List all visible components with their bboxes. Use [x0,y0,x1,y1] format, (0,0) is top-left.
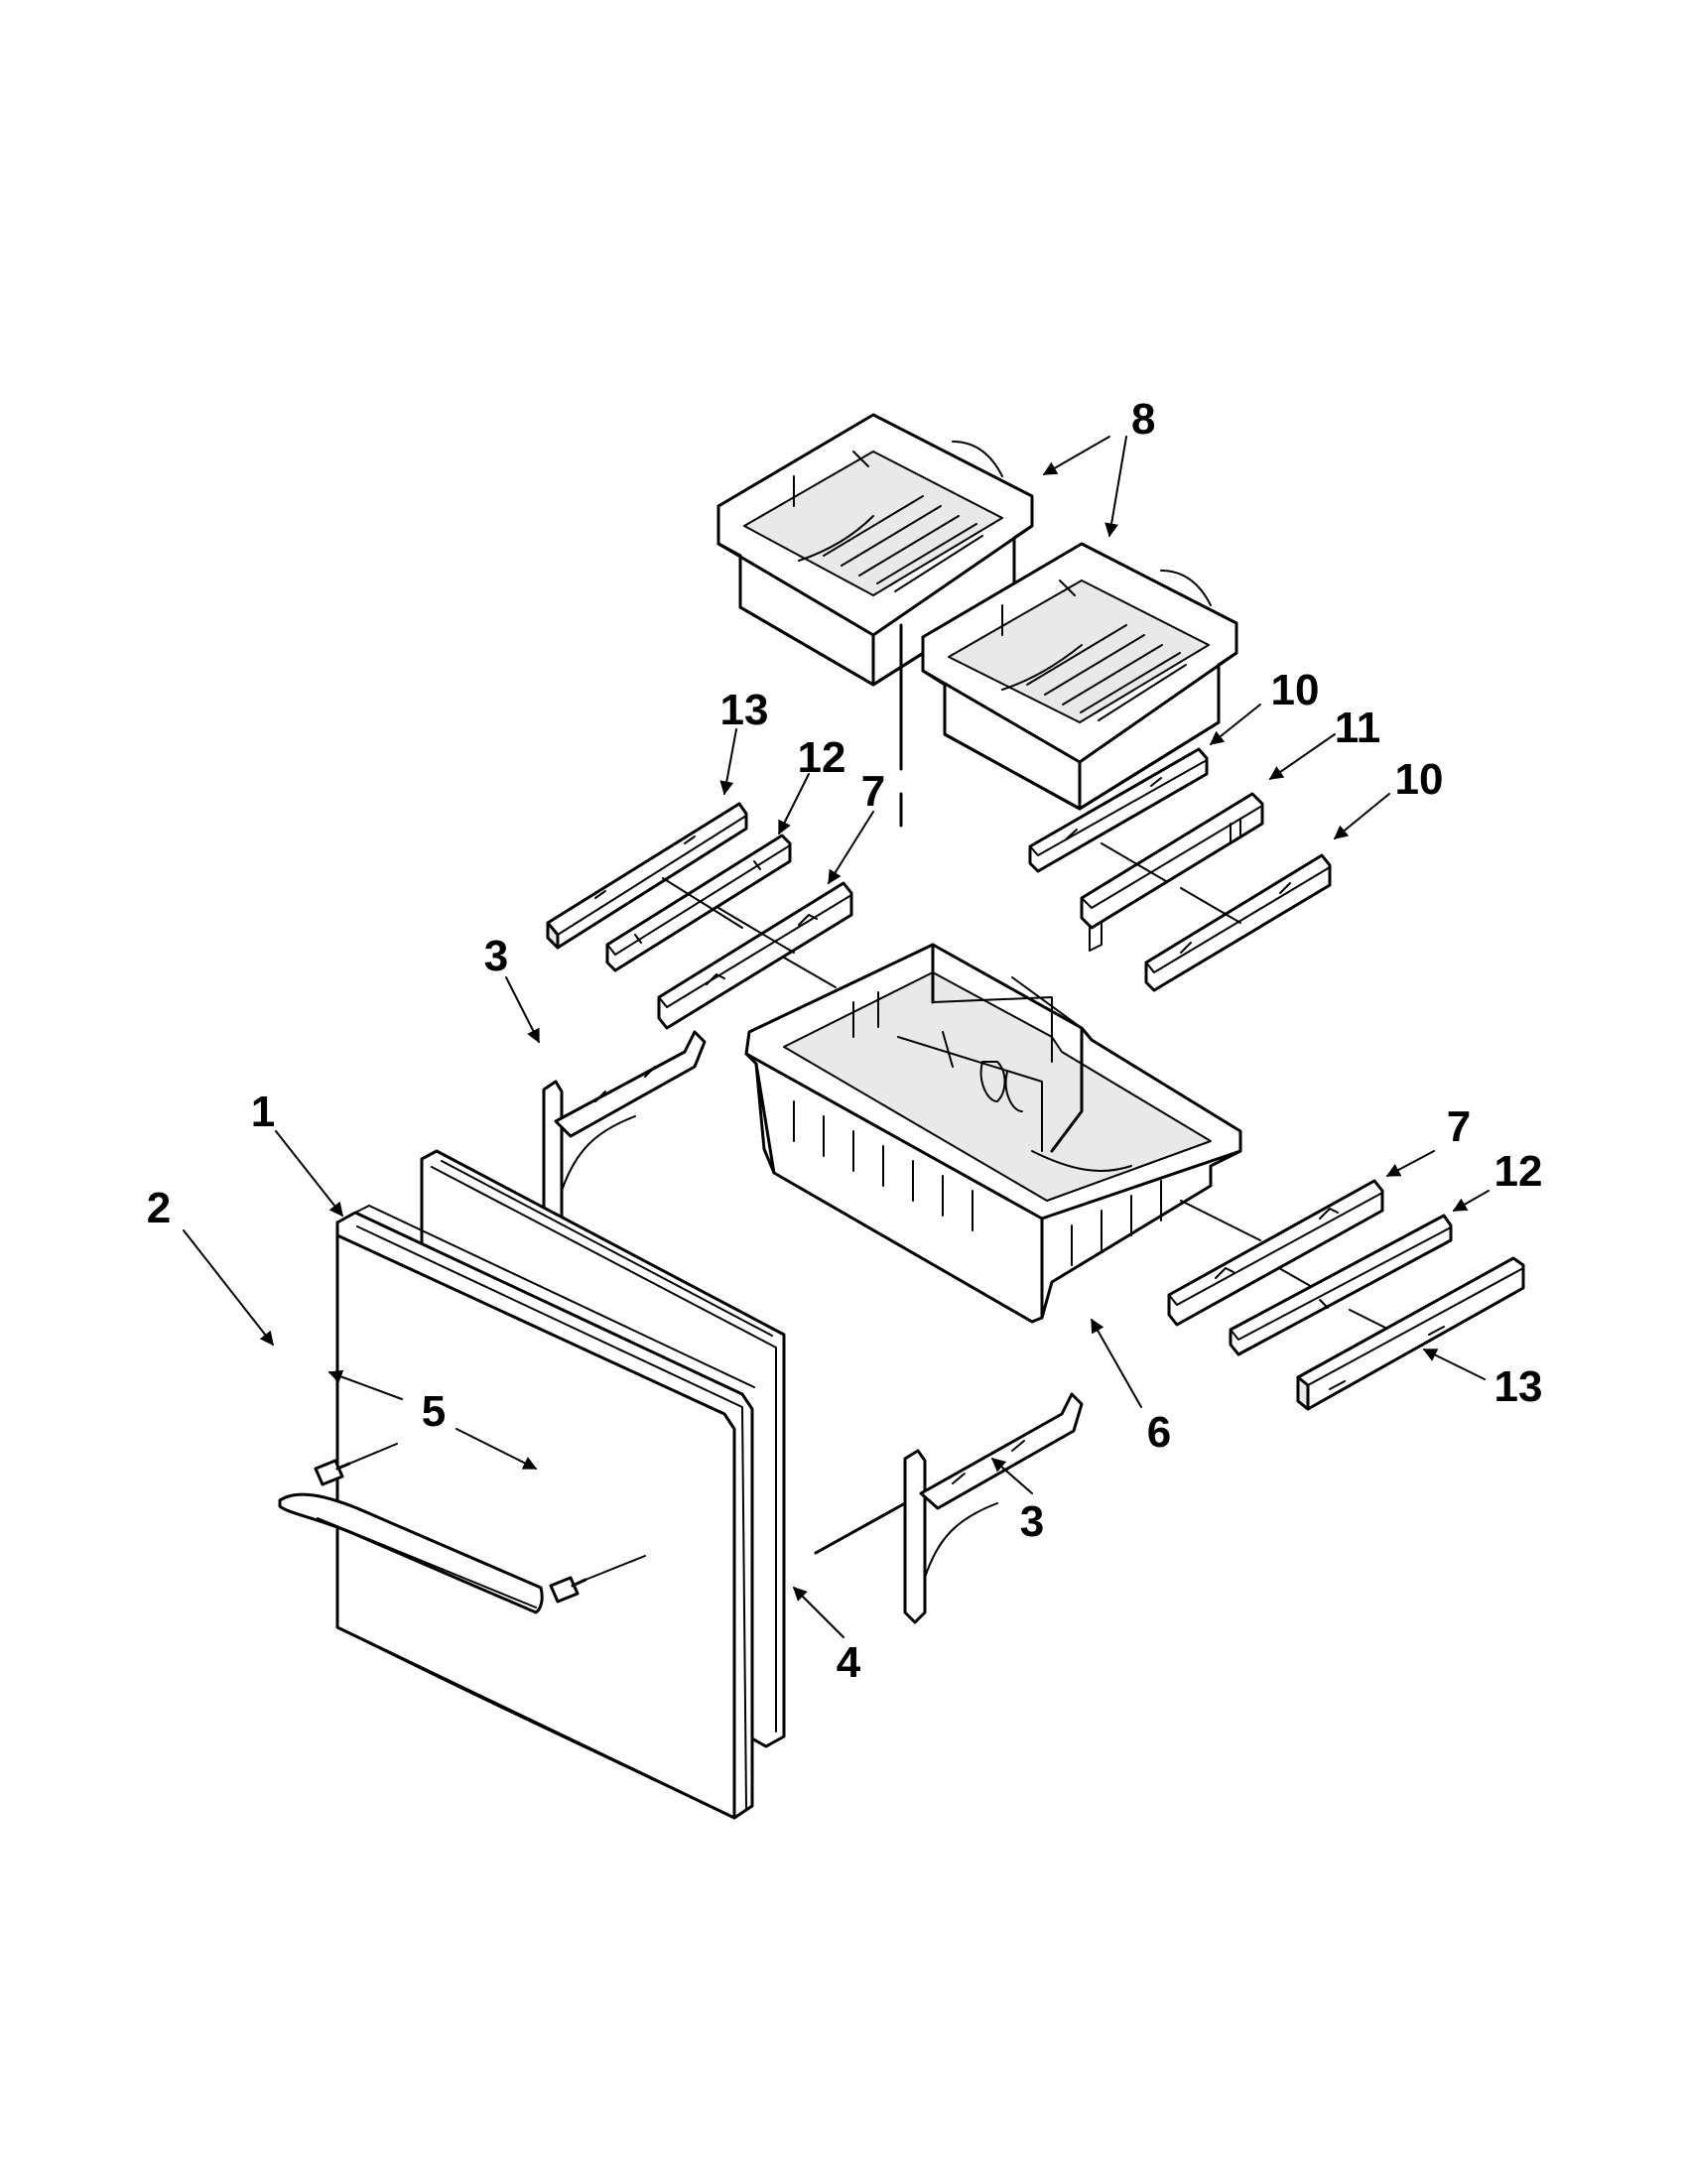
callout-4: 4 [837,1638,861,1687]
callout-11: 11 [1335,704,1381,752]
callout-10-lower: 10 [1395,755,1444,804]
callout-13-lower: 13 [1494,1362,1543,1411]
slide-rail-10-lower [1144,853,1332,992]
guide-lines-right-upper-slides [1101,842,1241,924]
callout-1: 1 [251,1088,275,1136]
slide-rail-10-upper [1028,747,1209,873]
slide-rail-7-left [657,881,853,1030]
callout-6: 6 [1147,1408,1171,1457]
handle-screw-5-lower [549,1576,587,1604]
callout-5: 5 [422,1387,446,1436]
freezer-door-1 [335,1205,755,1820]
callout-2: 2 [147,1184,171,1232]
callout-3-upper: 3 [484,932,508,980]
guide-lines-screws [348,1443,646,1581]
callout-10-upper: 10 [1271,666,1320,714]
callout-12-lower: 12 [1494,1147,1543,1196]
guide-line-door-to-bracket [814,1501,907,1555]
slide-cover-13-left [546,802,748,950]
upper-basket-left [716,413,1034,687]
upper-basket-right [921,542,1238,811]
handle-screw-5-upper [314,1459,351,1486]
slide-rail-7-right [1167,1179,1384,1327]
callout-13-upper: 13 [720,686,769,734]
callout-7-lower: 7 [1447,1102,1471,1151]
slide-bracket-3-lower [903,1392,1084,1624]
slide-rail-12-right [1229,1214,1453,1356]
slide-rail-11 [1080,792,1264,952]
callout-7-upper: 7 [861,767,885,816]
slide-bracket-3-upper [542,1030,707,1242]
callout-8: 8 [1131,395,1155,444]
freezer-basket-6 [744,943,1242,1324]
guide-lines-left-slides [662,877,837,988]
slide-rail-12-left [605,834,792,972]
door-handle-2 [278,1492,544,1614]
callout-leaders [183,436,1490,1638]
callout-3-lower: 3 [1020,1497,1044,1546]
slide-cover-13-right [1296,1256,1525,1411]
callout-12-upper: 12 [798,733,846,782]
